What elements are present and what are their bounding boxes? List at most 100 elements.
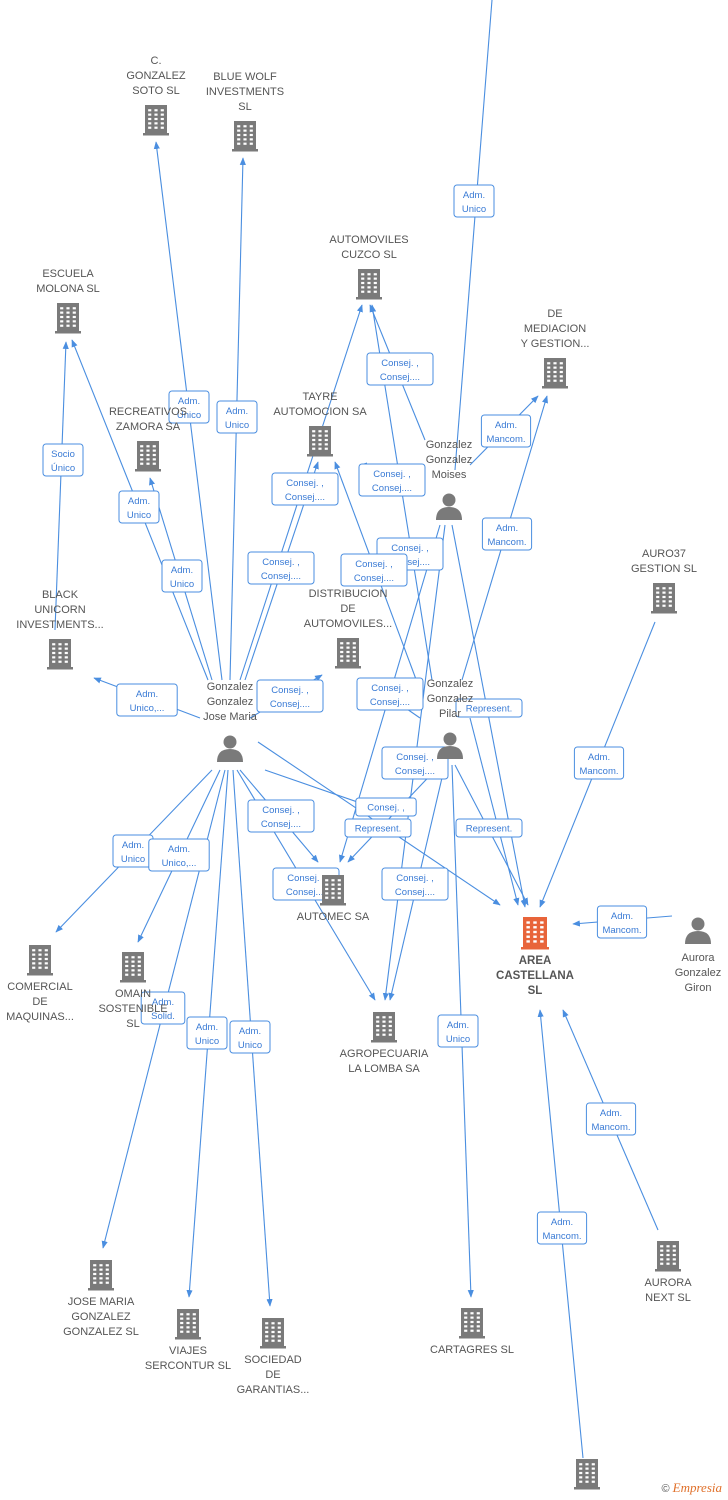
relation-label[interactable]: Adm.Mancom.: [480, 414, 532, 448]
company-label: AUTOMEC SA: [297, 911, 370, 923]
relation-label[interactable]: Adm.Mancom.: [481, 517, 533, 551]
relation-text: Mancom.: [486, 434, 525, 445]
relation-text: Consej. ,: [286, 478, 324, 489]
company-node[interactable]: [574, 1459, 600, 1490]
relation-text: Mancom.: [579, 766, 618, 777]
relation-label[interactable]: Adm.Unico,...: [148, 838, 210, 872]
company-label: JOSE MARIA: [68, 1296, 135, 1308]
relation-text: Único: [51, 463, 75, 474]
relation-label[interactable]: Consej. ,Consej....: [340, 553, 408, 587]
company-node[interactable]: SOCIEDADDEGARANTIAS...: [237, 1318, 310, 1396]
relation-text: Consej....: [261, 819, 301, 830]
company-label: GONZALEZ: [71, 1311, 131, 1323]
company-label: DE: [32, 996, 47, 1008]
relation-label[interactable]: Consej. ,Consej....: [381, 867, 449, 901]
relation-text: Adm.: [152, 997, 174, 1008]
company-label: Y GESTION...: [521, 338, 590, 350]
relation-text: Consej. ,: [262, 557, 300, 568]
relation-label[interactable]: Adm.Mancom.: [573, 746, 625, 780]
brand-logo[interactable]: Empresia: [672, 1480, 722, 1495]
relation-label[interactable]: Represent.: [455, 818, 523, 838]
company-node[interactable]: CARTAGRES SL: [430, 1308, 514, 1356]
company-label: AUTOMOVILES...: [304, 618, 392, 630]
relation-label[interactable]: Adm.Mancom.: [596, 905, 648, 939]
person-label: Giron: [685, 982, 712, 994]
relation-label[interactable]: Adm.Unico: [118, 490, 160, 524]
relation-label[interactable]: Adm. Unico,...: [116, 683, 178, 717]
relation-label[interactable]: Represent.: [344, 818, 412, 838]
relation-text: Consej. ,: [381, 358, 419, 369]
company-label: AGROPECUARIA: [340, 1048, 429, 1060]
relation-label[interactable]: Adm.Unico: [112, 834, 154, 868]
relation-text: Adm.: [122, 840, 144, 851]
relation-label[interactable]: Consej. ,Consej....: [247, 799, 315, 833]
relation-text: Adm.: [463, 190, 485, 201]
company-label: AUTOMOCION SA: [273, 406, 367, 418]
relation-label[interactable]: Consej. ,Consej....: [366, 352, 434, 386]
relation-label[interactable]: Adm.Solid.: [140, 991, 186, 1025]
relation-text: Unico,...: [130, 703, 165, 714]
main-company-label: AREA: [519, 955, 552, 967]
company-node[interactable]: AUTOMEC SA: [297, 875, 370, 923]
relation-label[interactable]: Adm.Unico: [216, 400, 258, 434]
relation-text: Consej....: [261, 571, 301, 582]
company-node[interactable]: DISTRIBUCIONDEAUTOMOVILES...: [304, 588, 392, 669]
relation-text: Represent.: [355, 824, 401, 835]
relation-label[interactable]: Consej. ,Consej....: [256, 679, 324, 713]
relation-label[interactable]: Consej. ,Consej....: [358, 463, 426, 497]
relation-label[interactable]: Consej. ,Consej....: [271, 472, 339, 506]
relation-label[interactable]: Adm.Unico: [229, 1020, 271, 1054]
relation-label[interactable]: Consej. ,Consej....: [381, 746, 449, 780]
relation-text: Represent.: [466, 704, 512, 715]
relation-label[interactable]: Adm.Mancom.: [536, 1211, 588, 1245]
main-company-label: CASTELLANA: [496, 970, 574, 982]
relation-label[interactable]: Adm.Unico: [168, 390, 210, 424]
relation-label[interactable]: Adm.Unico: [161, 559, 203, 593]
company-label: C.: [151, 55, 162, 67]
company-label: BLUE WOLF: [213, 71, 277, 83]
person-label: Jose Maria: [203, 711, 258, 723]
company-label: ESCUELA: [42, 268, 94, 280]
person-label: Gonzalez: [207, 681, 253, 693]
company-node[interactable]: BLACKUNICORNINVESTMENTS...: [16, 589, 104, 670]
relation-text: Adm.: [447, 1020, 469, 1031]
company-label: DE: [265, 1369, 280, 1381]
relation-label[interactable]: Adm.Unico: [437, 1014, 479, 1048]
company-label: CUZCO SL: [341, 249, 397, 261]
relation-text: Unico,...: [162, 858, 197, 869]
relation-label[interactable]: Represent.: [455, 698, 523, 718]
company-node[interactable]: COMERCIALDEMAQUINAS...: [6, 945, 74, 1023]
relation-label[interactable]: Adm.Mancom.: [585, 1102, 637, 1136]
relation-label[interactable]: Consej. , Consej....: [247, 551, 315, 585]
relation-label[interactable]: Consej. ,: [355, 797, 417, 817]
relation-label[interactable]: Consej. ,Consej....: [356, 677, 424, 711]
relation-text: Represent.: [466, 824, 512, 835]
relation-text: Adm.: [136, 689, 158, 700]
relation-text: Adm.: [128, 496, 150, 507]
relation-text: Consej....: [390, 557, 430, 568]
person-label: Gonzalez: [675, 967, 721, 979]
relation-label[interactable]: Adm.Unico: [186, 1016, 228, 1050]
company-label: INVESTMENTS: [206, 86, 284, 98]
relation-label[interactable]: Adm.Unico: [453, 184, 495, 218]
copyright: © Empresia: [661, 1480, 722, 1496]
